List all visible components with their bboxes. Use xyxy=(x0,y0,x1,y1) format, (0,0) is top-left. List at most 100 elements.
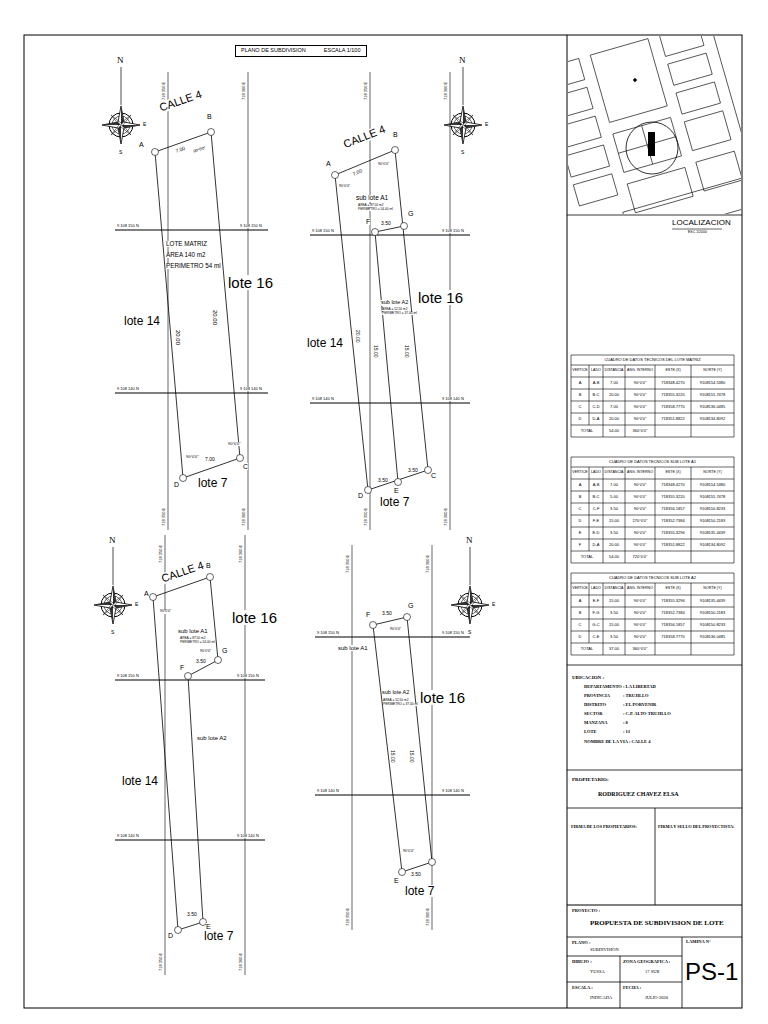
location-data: : EL PORVENIR xyxy=(623,703,656,708)
grid-coordinate: 718 350 E xyxy=(162,508,166,526)
location-data: NOMBRE DE LA VIA : CALLE 4 xyxy=(584,740,650,745)
table-cell: 718355.3296 xyxy=(655,531,691,535)
plan-label: AREA = 87.50 m2 xyxy=(180,637,205,640)
table-rule xyxy=(571,401,734,402)
plan-label: 90°0'0" xyxy=(193,146,206,154)
plan-label: D xyxy=(174,481,179,488)
table-rule xyxy=(571,491,734,492)
plan-label: lote 16 xyxy=(228,275,273,290)
table-cell: A-B xyxy=(589,381,603,385)
plan-label: sub lote A2 xyxy=(382,690,409,696)
grid-coordinate: 9 108 150 N xyxy=(117,674,139,678)
table-cell: 7.00 xyxy=(603,381,625,385)
plan-label: B xyxy=(393,131,398,138)
grid-coordinate: 9 108 140 N xyxy=(240,387,262,391)
plan-label: lote 14 xyxy=(122,775,158,787)
table-cell: B xyxy=(571,495,589,499)
table-cell: ESTE (X) xyxy=(655,471,691,475)
table-cell: 9108134.8092 xyxy=(691,417,734,421)
grid-coordinate: 9 108 150 N xyxy=(442,229,464,233)
title-block-text: PS-1 xyxy=(685,960,738,984)
table-cell: 9108150.2183 xyxy=(691,611,734,615)
table-rule xyxy=(589,583,590,643)
plan-label: 90°0'0" xyxy=(390,628,401,632)
table-rule xyxy=(571,413,734,414)
table-rule xyxy=(571,515,734,516)
title-block-text: LAMINA N° xyxy=(686,940,711,945)
grid-coordinate: 718 360 E xyxy=(444,82,448,100)
title-block-text: YUSSA xyxy=(590,970,605,975)
table-cell: 720°0'0" xyxy=(625,555,655,559)
plan-label: 7.00 xyxy=(205,457,215,462)
table-cell: 37.00 xyxy=(603,647,625,651)
table-rule xyxy=(571,457,572,563)
plan-label: 15.00 xyxy=(390,750,395,763)
sheet-title-box: PLANO DE SUBDIVISIONESCALA 1/100 xyxy=(235,45,367,57)
location-data: SECTOR xyxy=(584,712,602,717)
plan-label: lote 14 xyxy=(307,337,343,349)
table-cell: 718355.3296 xyxy=(655,599,691,603)
location-data: : 13 xyxy=(623,730,630,735)
table-cell: B-C xyxy=(589,495,603,499)
table-cell: DISTANCIA xyxy=(603,369,625,373)
table-cell: VERTICE xyxy=(571,369,589,373)
plan-label: 7.00 xyxy=(175,146,186,154)
grid-coordinate: 718 360 E xyxy=(239,545,243,563)
table-rule xyxy=(734,573,735,655)
table-rule xyxy=(691,365,692,437)
grid-coordinate: 9 108 150 N xyxy=(240,224,262,228)
table-cell: 9108150.2183 xyxy=(691,519,734,523)
table-cell: 718355.3220 xyxy=(655,495,691,499)
plan-label: S xyxy=(119,150,122,155)
grid-coordinate: 9 108 140 N xyxy=(317,789,339,793)
plan-label: S xyxy=(461,150,464,155)
plan-label: 20.00 xyxy=(212,310,218,325)
table-cell: 20.00 xyxy=(603,543,625,547)
grid-coordinate: 718 360 E xyxy=(242,82,246,100)
table-cell: C-D xyxy=(589,405,603,409)
plan-label: G xyxy=(222,647,227,654)
grid-coordinate: 9 108 140 N xyxy=(442,397,464,401)
table-rule xyxy=(734,355,735,437)
table-cell: DISTANCIA xyxy=(603,587,625,591)
table-cell: VERTICE xyxy=(571,471,589,475)
plan-label: AREA = 52.50 m2 xyxy=(382,308,407,311)
plan-label: N xyxy=(459,56,466,65)
table-cell: ESTE (X) xyxy=(655,369,691,373)
plan-label: 3.50 xyxy=(196,659,206,664)
table-rule xyxy=(571,377,734,378)
location-data: MANZANA xyxy=(584,721,608,726)
table-cell: 3.50 xyxy=(603,611,625,615)
plan-label: lote 14 xyxy=(124,315,160,327)
table-rule xyxy=(571,551,734,552)
table-rule xyxy=(571,389,734,390)
table-cell: ANG. INTERNO xyxy=(625,369,655,373)
table-cell: F xyxy=(571,543,589,547)
table-cell: D xyxy=(571,635,589,639)
title-block-text: PROYECTO : xyxy=(572,909,600,914)
grid-coordinate: 9 108 150 N xyxy=(237,674,259,678)
table-rule xyxy=(571,425,734,426)
table-rule xyxy=(655,365,656,437)
plan-label: lote 7 xyxy=(405,885,434,897)
plan-label: 90°0'0" xyxy=(160,610,171,614)
plan-label: B xyxy=(207,113,212,120)
grid-coordinate: 9 108 140 N xyxy=(312,397,334,401)
table-cell: 270°0'0" xyxy=(625,519,655,523)
grid-coordinate: 718 360 E xyxy=(239,953,243,971)
plan-label: D xyxy=(168,932,173,939)
panel-label: LOCALIZACION xyxy=(672,219,731,227)
title-block-text: JULIO-2020 xyxy=(645,996,668,1001)
location-data: : C.P. ALTO TRUJILLO xyxy=(623,712,671,717)
plan-label: C xyxy=(431,472,436,479)
table-cell: TOTAL xyxy=(571,429,603,433)
table-cell: ANG. INTERNO xyxy=(625,471,655,475)
table-cell: CUADRO DE DATOS TECNICOS DEL LOTE MATRIZ xyxy=(571,358,734,362)
title-block-text: ESCALA : xyxy=(572,986,593,991)
table-rule xyxy=(571,573,734,574)
plan-label: 20.00 xyxy=(175,330,181,345)
plan-label: sub lote A2 xyxy=(197,735,227,741)
plan-label: B xyxy=(206,562,211,569)
table-cell: E-D xyxy=(589,531,603,535)
table-cell: E xyxy=(571,531,589,535)
